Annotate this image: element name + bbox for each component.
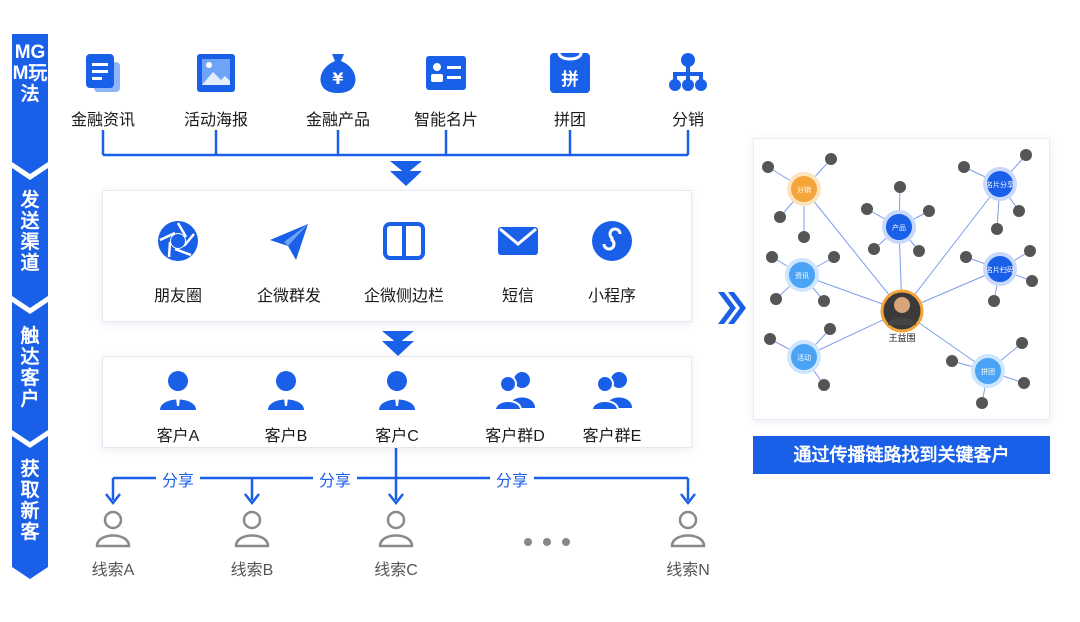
envelope-icon — [498, 227, 538, 255]
ribbon-step-reach: 触达客户 — [20, 326, 40, 410]
share-label: 分享 — [156, 467, 201, 491]
customer-a[interactable]: 客户A — [128, 368, 228, 448]
lead-a[interactable]: 线索A — [73, 508, 153, 579]
hub-label: 拼团 — [981, 367, 995, 376]
channel-sms[interactable]: 短信 — [468, 218, 568, 308]
svg-text:拼: 拼 — [562, 69, 579, 90]
person-outline-icon — [95, 510, 131, 548]
business-card-icon — [426, 56, 466, 90]
person-icon — [160, 371, 196, 410]
lead-c[interactable]: 线索C — [356, 508, 436, 579]
lead-label: 线索A — [91, 562, 135, 579]
channel-moments[interactable]: 朋友圈 — [128, 218, 228, 308]
lead-label: 线索C — [374, 562, 418, 579]
customer-label: 客户A — [156, 428, 200, 445]
hub-label: 资讯 — [795, 271, 809, 280]
share-label: 分享 — [490, 467, 535, 491]
channel-label: 短信 — [501, 288, 534, 305]
key-customer-name: 王益围 — [888, 332, 915, 343]
hierarchy-icon — [669, 53, 707, 91]
hub-label: 活动 — [797, 353, 811, 362]
tool-label: 拼团 — [553, 112, 586, 129]
tool-label: 金融产品 — [305, 112, 370, 129]
tool-label: 智能名片 — [413, 112, 478, 129]
customer-group-e[interactable]: 客户群E — [562, 368, 662, 448]
ribbon-background — [12, 34, 48, 579]
customer-label: 客户C — [375, 428, 419, 445]
customer-b[interactable]: 客户B — [236, 368, 336, 448]
news-doc-icon — [86, 54, 120, 92]
person-outline-icon — [234, 510, 270, 548]
money-bag-icon: ¥ — [320, 54, 356, 93]
lead-label: 线索B — [230, 562, 274, 579]
channel-label: 企微侧边栏 — [363, 288, 444, 305]
tool-finance-news[interactable]: 金融资讯 — [60, 44, 146, 130]
person-icon — [379, 371, 415, 410]
network-graph: 分销 产品 名片分享 资讯 名片扫码 活动 拼团 王益围 — [762, 149, 1038, 409]
tool-poster[interactable]: 活动海报 — [173, 44, 259, 130]
ribbon-step-send: 发送渠道 — [20, 190, 40, 274]
svg-text:¥: ¥ — [332, 69, 343, 88]
lead-label: 线索N — [666, 562, 710, 579]
paper-plane-icon — [270, 224, 308, 260]
channel-label: 朋友圈 — [153, 288, 202, 305]
tool-label: 金融资讯 — [70, 112, 135, 129]
customer-label: 客户群D — [485, 428, 545, 445]
step-ribbon: MGM玩法 发送渠道 触达客户 获取新客 — [12, 34, 48, 579]
propagation-network: 分销 产品 名片分享 资讯 名片扫码 活动 拼团 王益围 — [753, 138, 1050, 420]
customer-label: 客户群E — [582, 428, 642, 445]
ribbon-step-mgm: MGM玩法 — [12, 42, 48, 105]
lead-b[interactable]: 线索B — [212, 508, 292, 579]
tool-distribution[interactable]: 分销 — [645, 44, 731, 130]
person-outline-icon — [378, 510, 414, 548]
ellipsis-icon — [524, 538, 570, 546]
sidebar-panel-icon — [383, 222, 425, 260]
channel-label: 小程序 — [587, 288, 636, 305]
hub-label: 分销 — [797, 185, 811, 194]
tool-label: 活动海报 — [183, 112, 248, 129]
customer-c[interactable]: 客户C — [347, 368, 447, 448]
ribbon-step-acquire: 获取新客 — [20, 459, 40, 543]
network-caption: 通过传播链路找到关键客户 — [753, 436, 1050, 474]
channel-wecom-sidebar[interactable]: 企微侧边栏 — [354, 218, 454, 308]
hub-label: 产品 — [892, 223, 906, 232]
mini-program-icon — [592, 221, 632, 261]
customer-group-d[interactable]: 客户群D — [465, 368, 565, 448]
person-outline-icon — [670, 510, 706, 548]
person-icon — [268, 371, 304, 410]
tool-label: 分销 — [671, 112, 704, 129]
people-group-icon — [493, 372, 535, 411]
tool-finance-product[interactable]: ¥ 金融产品 — [295, 44, 381, 130]
hub-label: 名片扫码 — [986, 265, 1014, 274]
tool-business-card[interactable]: 智能名片 — [403, 44, 489, 130]
group-buy-icon: 拼 — [550, 52, 590, 93]
moments-aperture-icon — [158, 221, 198, 261]
channel-mini-program[interactable]: 小程序 — [562, 218, 662, 308]
channel-wecom-broadcast[interactable]: 企微群发 — [239, 218, 339, 308]
lead-n[interactable]: 线索N — [648, 508, 728, 579]
people-group-icon — [590, 372, 632, 411]
share-label: 分享 — [313, 467, 358, 491]
tool-group-buy[interactable]: 拼 拼团 — [527, 44, 613, 130]
hub-label: 名片分享 — [986, 180, 1014, 189]
customer-label: 客户B — [264, 428, 308, 445]
poster-image-icon — [197, 54, 235, 92]
channel-label: 企微群发 — [256, 288, 321, 305]
